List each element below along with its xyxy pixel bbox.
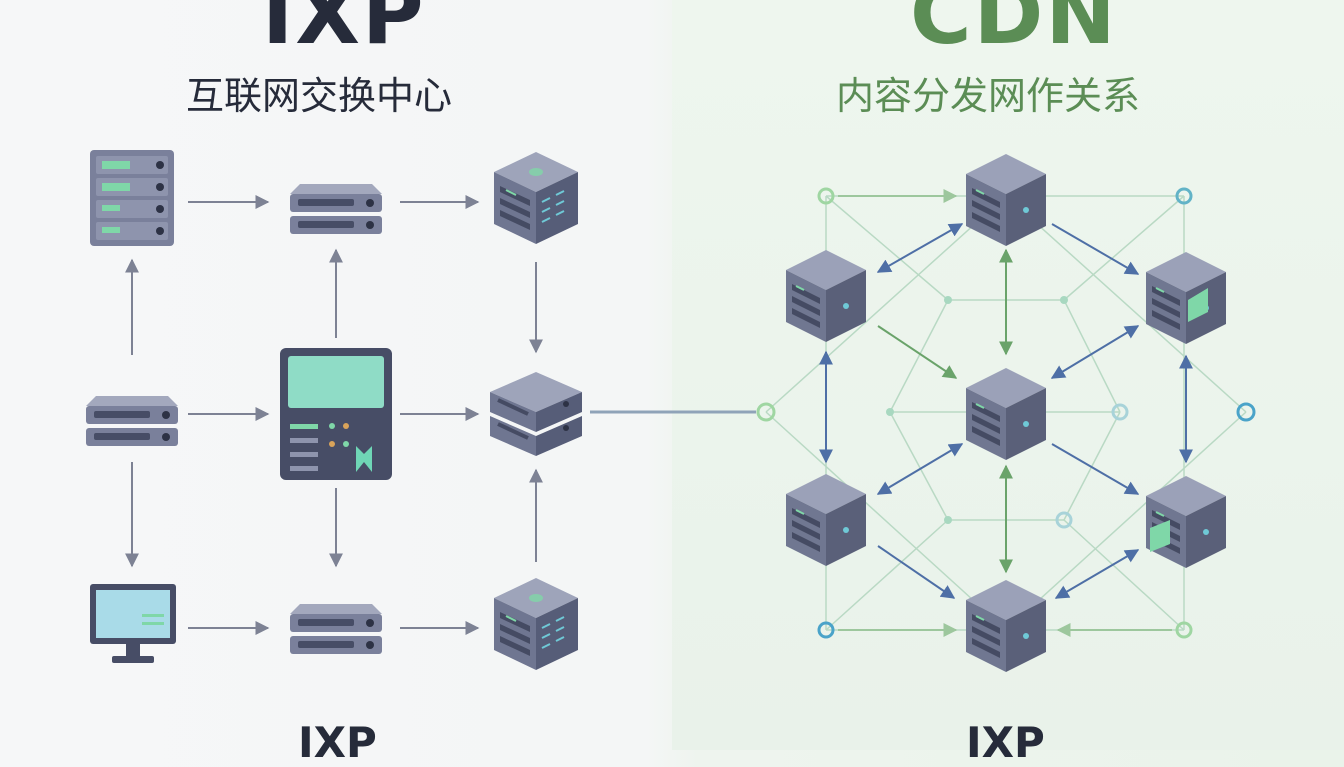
server-unit-icon (86, 396, 178, 446)
cube-server-icon (965, 367, 1047, 461)
cube-server-icon (785, 473, 867, 567)
server-unit-icon (290, 184, 382, 234)
network-node-icon (1236, 402, 1256, 422)
cdn-blue-arrows (819, 223, 1193, 599)
network-node-icon (756, 402, 776, 422)
cdn-small-dots (886, 296, 1068, 524)
cube-server-icon (965, 153, 1047, 247)
network-node-icon (1055, 511, 1073, 529)
cdn-endpoint-nodes (756, 187, 1256, 639)
ixp-title: IXP (262, 0, 426, 63)
ixp-arrows (125, 195, 543, 635)
network-node-icon (817, 187, 835, 205)
cube-server-icon (965, 579, 1047, 673)
network-node-icon (817, 621, 835, 639)
cdn-green-arrows (877, 248, 1013, 574)
exchange-panel-icon (280, 348, 392, 480)
cube-server-icon (493, 577, 579, 671)
server-unit-icon (290, 604, 382, 654)
cdn-light-arrows (838, 189, 1172, 637)
cdn-title: CDN (910, 0, 1118, 63)
cube-accent (1150, 520, 1170, 552)
rack-server-icon (90, 150, 174, 246)
network-node-icon (1175, 621, 1193, 639)
network-node-icon (1175, 187, 1193, 205)
cube-accent (1188, 288, 1208, 322)
monitor-icon (90, 584, 176, 663)
ixp-subtitle: 互联网交换中心 (186, 74, 453, 118)
network-diagram (86, 150, 1256, 673)
cube-server-icon (493, 151, 579, 245)
cube-server-icon (785, 249, 867, 343)
network-node-icon (1111, 403, 1129, 421)
switch-icon (490, 372, 582, 456)
cube-server-icon (1145, 475, 1227, 569)
cube-server-icon (1145, 251, 1227, 345)
cdn-subtitle: 内容分发网作关系 (836, 74, 1141, 118)
